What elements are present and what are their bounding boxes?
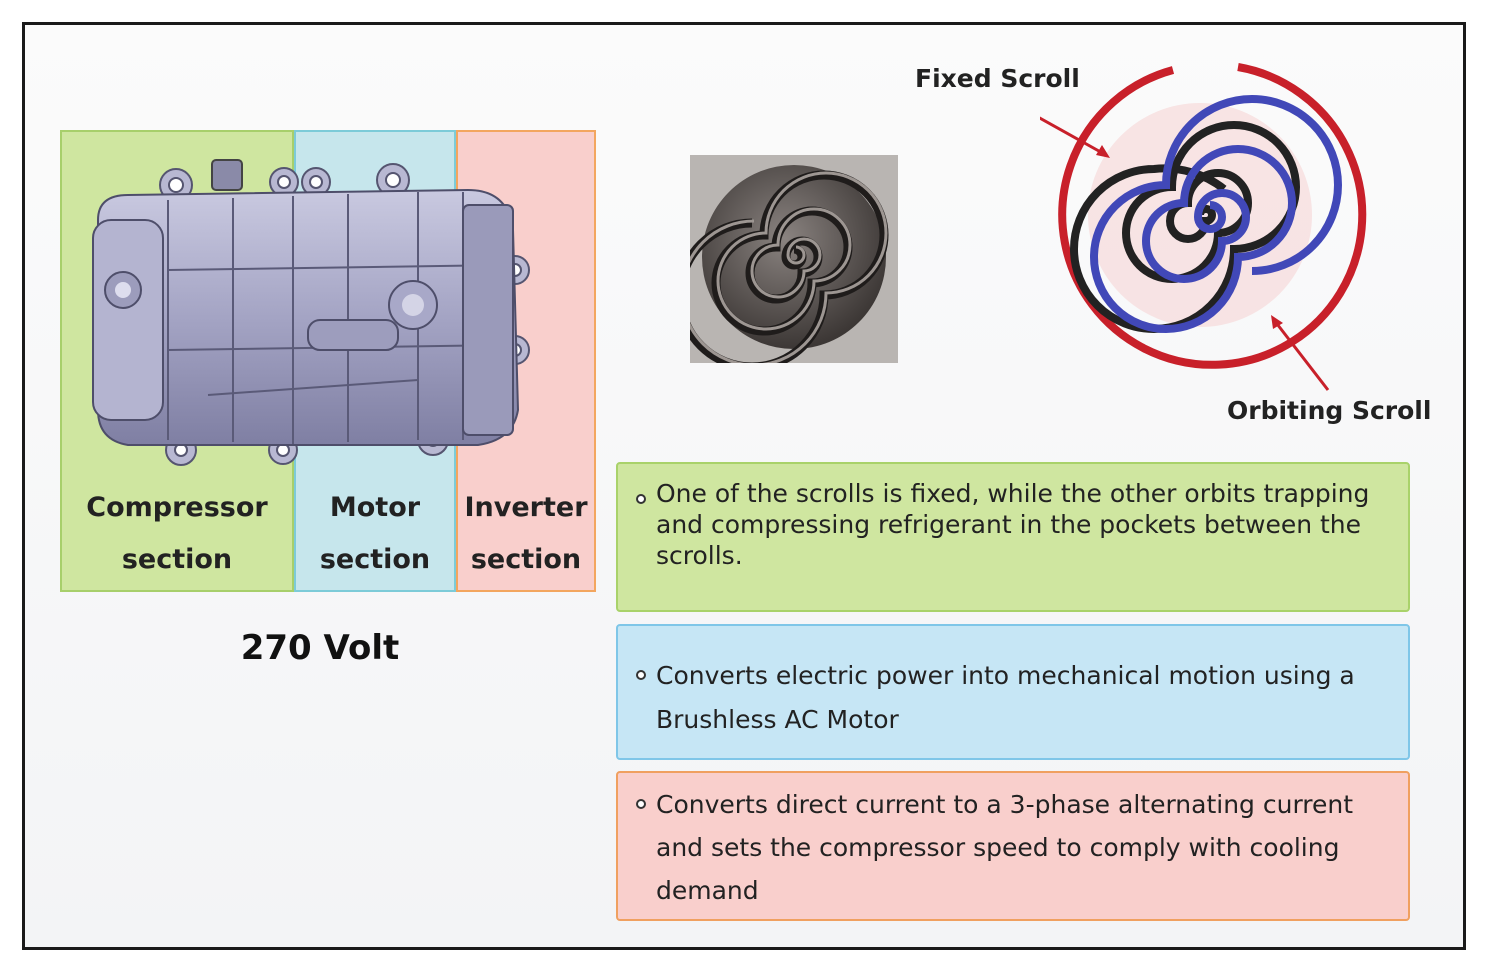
- voltage-label: 270 Volt: [240, 628, 400, 668]
- bullet-icon: [636, 799, 646, 809]
- inverter-description: Converts direct current to a 3-phase alt…: [656, 790, 1354, 905]
- compressor-section-label: Compressor section: [86, 492, 268, 575]
- compressor-description: One of the scrolls is fixed, while the o…: [656, 479, 1370, 570]
- compressor-description-box: One of the scrolls is fixed, while the o…: [616, 462, 1410, 612]
- motor-description: Converts electric power into mechanical …: [656, 661, 1355, 734]
- motor-description-box: Converts electric power into mechanical …: [616, 624, 1410, 760]
- inverter-section-label: Inverter section: [464, 492, 588, 575]
- orbiting-scroll-arrow: [1272, 319, 1330, 391]
- bullet-icon: [636, 494, 646, 504]
- orbiting-scroll-curve: [1090, 95, 1342, 333]
- outer-ring: [1058, 63, 1367, 369]
- fixed-scroll-label: Fixed Scroll: [915, 64, 1080, 93]
- motor-section-label: Motor section: [319, 492, 431, 575]
- scroll-photo: [690, 155, 898, 363]
- inverter-description-box: Converts direct current to a 3-phase alt…: [616, 771, 1410, 921]
- compressor-illustration: [92, 159, 530, 466]
- bullet-icon: [636, 670, 646, 680]
- fixed-scroll-arrow: [1040, 116, 1107, 157]
- scroll-diagram: [1040, 63, 1367, 391]
- orbiting-scroll-label: Orbiting Scroll: [1227, 396, 1432, 425]
